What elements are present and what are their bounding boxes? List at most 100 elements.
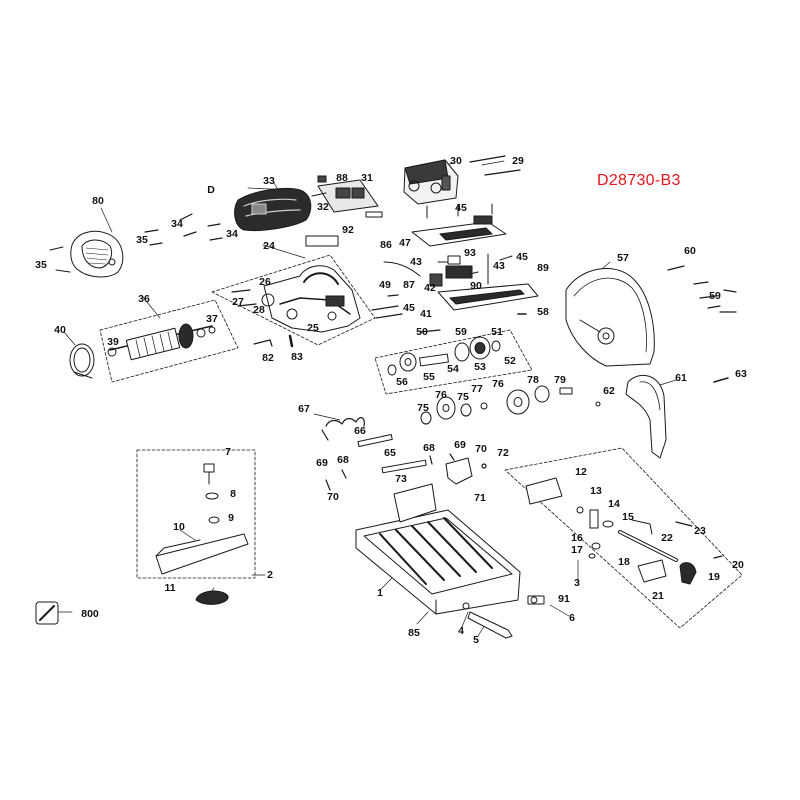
part-knob [527,595,545,605]
callout-86: 86 [380,238,392,251]
callout-59-b: 59 [709,289,721,302]
callout-10: 10 [173,520,185,533]
callout-70-b: 70 [475,442,487,455]
callout-9: 9 [228,511,234,524]
part-armature [107,323,216,361]
part-plate-73 [393,483,437,523]
part-guard-ring [69,343,95,379]
part-lower-guard [625,374,667,459]
part-vise-group [525,477,723,585]
callout-93: 93 [464,246,476,259]
callout-83: 83 [291,350,303,363]
callout-17: 17 [571,543,583,556]
part-bracket [445,457,473,485]
callout-75-a: 75 [417,401,429,414]
callout-32: 32 [317,200,329,213]
part-blade-guard [565,268,655,367]
callout-59-a: 59 [455,325,467,338]
callout-61: 61 [675,371,687,384]
callout-75-b: 75 [457,390,469,403]
part-screws-59-60 [667,265,737,313]
callout-88: 88 [336,171,348,184]
callout-14: 14 [608,497,620,510]
callout-45-c: 45 [403,301,415,314]
group-boxes [99,254,743,629]
callout-50: 50 [416,325,428,338]
callout-71: 71 [474,491,486,504]
part-fence-group [155,463,249,605]
callout-45-b: 45 [516,250,528,263]
callout-79: 79 [554,373,566,386]
callout-34-b: 34 [226,227,238,240]
part-field-stator [403,159,459,205]
callout-63: 63 [735,367,747,380]
callout-35-b: 35 [35,258,47,271]
callout-28: 28 [253,303,265,316]
callout-69-b: 69 [454,438,466,451]
part-base-plate [437,283,539,311]
part-screw-63 [713,377,729,383]
callout-68-b: 68 [423,441,435,454]
group-box-fence [136,449,256,579]
callout-69-a: 69 [316,456,328,469]
callout-15: 15 [622,510,634,523]
callout-85: 85 [408,626,420,639]
callout-800: 800 [81,607,99,620]
group-box-armature [99,299,239,383]
callout-49: 49 [379,278,391,291]
callout-26: 26 [259,275,271,288]
part-switch-plate [411,203,507,247]
callout-27: 27 [232,295,244,308]
callout-58: 58 [537,305,549,318]
callout-5: 5 [473,633,479,646]
callout-55: 55 [423,370,435,383]
callout-1: 1 [377,586,383,599]
callout-35-a: 35 [136,233,148,246]
part-motor-cap [49,230,124,278]
callout-51: 51 [491,325,503,338]
callout-60: 60 [684,244,696,257]
callout-39: 39 [107,335,119,348]
part-gear-housing [261,265,361,333]
part-long-screws [469,155,521,176]
leader-lines [56,160,677,637]
callout-18: 18 [618,555,630,568]
callout-89: 89 [537,261,549,274]
callout-52: 52 [504,354,516,367]
part-flanges [420,385,573,425]
part-gearbox-set [387,329,501,376]
group-box-gear-housing [211,254,376,346]
callout-42: 42 [424,281,436,294]
callout-31: 31 [361,171,373,184]
callout-11: 11 [164,581,176,594]
part-screw-62 [595,401,601,407]
part-wrench [467,611,513,639]
part-screws-27-28 [231,289,257,307]
part-base [355,509,521,615]
callout-3: 3 [574,576,580,589]
part-wire [383,261,421,277]
callout-34-a: 34 [171,217,183,230]
callout-66: 66 [354,424,366,437]
callout-22: 22 [661,531,673,544]
callout-73: 73 [395,472,407,485]
callout-41: 41 [420,307,432,320]
callout-2: 2 [267,568,273,581]
callout-56: 56 [396,375,408,388]
callout-8: 8 [230,487,236,500]
callout-24: 24 [263,239,275,252]
callout-90: 90 [470,279,482,292]
part-brush-holder [311,175,383,218]
callout-25: 25 [307,321,319,334]
callout-68-a: 68 [337,453,349,466]
callout-43-b: 43 [493,259,505,272]
part-spring [321,417,365,441]
part-label-plate [305,235,339,247]
callout-7: 7 [225,445,231,458]
callout-76-b: 76 [492,377,504,390]
callout-57: 57 [617,251,629,264]
callout-20: 20 [732,558,744,571]
callout-82: 82 [262,351,274,364]
callout-45-a: 45 [455,201,467,214]
